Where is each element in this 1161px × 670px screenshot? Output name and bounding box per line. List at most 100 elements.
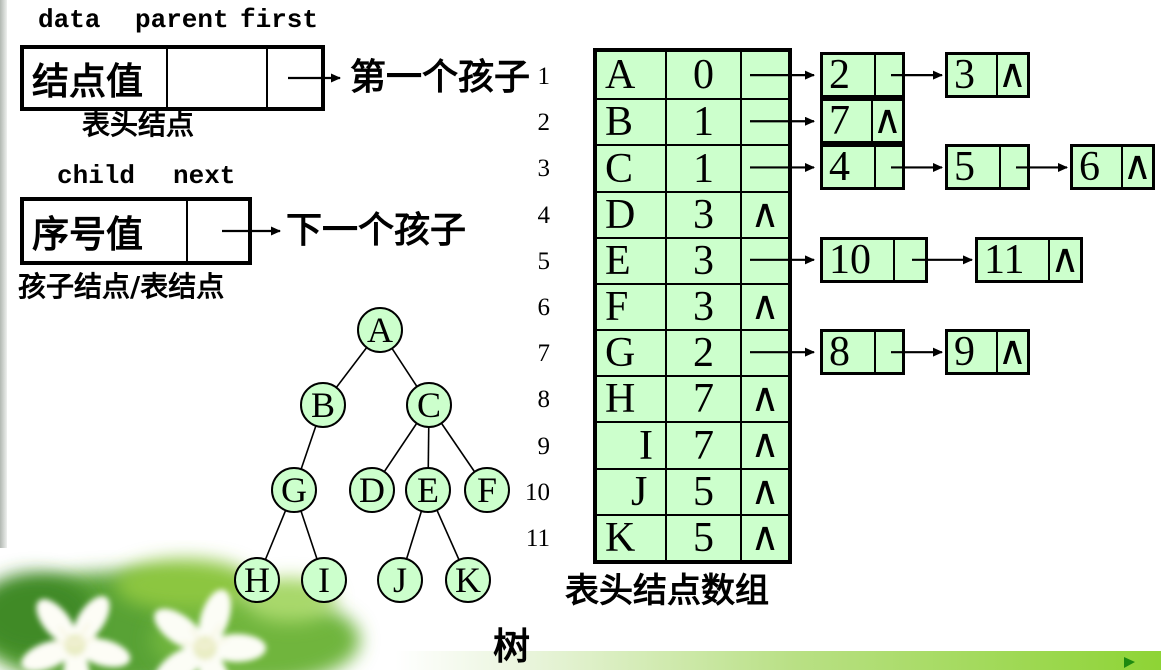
data-value: A [605,52,636,98]
row-index-label: 2 [537,109,551,136]
row-index-label: 10 [525,479,550,506]
header-node-parent-cell [166,49,266,107]
list-node: 2 [820,52,905,98]
cell-parent: 1 [667,146,742,191]
row-index-label: 3 [537,155,551,182]
list-node-next [876,332,902,372]
parent-value: 0 [693,52,714,98]
cell-parent: 7 [667,423,742,468]
data-value: H [605,376,636,422]
cell-data: K [597,516,667,560]
null-pointer: ∧ [750,190,780,237]
child-node-caption: 孩子结点/表结点 [18,270,225,303]
null-pointer: ∧ [997,327,1027,374]
header-node-box: 结点值 [20,45,325,111]
cell-first: ∧ [742,377,788,421]
cell-data: D [597,193,667,237]
list-node-value: 11 [978,239,1050,281]
parent-value: 1 [693,145,714,192]
slide-edge-strip [0,0,7,548]
null-pointer: ∧ [750,513,780,560]
cell-data: J [597,470,667,514]
cell-parent: 5 [667,516,742,560]
header-node-first-cell [266,49,321,107]
list-node-value: 6 [1073,146,1123,188]
list-node-next [876,55,902,95]
cell-data: C [597,146,667,191]
parent-value: 5 [693,515,714,561]
list-node: 6∧ [1070,144,1155,190]
cell-parent: 3 [667,193,742,237]
row-index-label: 8 [537,386,551,413]
list-node-next [895,240,925,280]
tree-node-G: G [271,467,317,513]
cell-data: G [597,331,667,375]
row-index-label: 5 [537,248,551,275]
field-label-parent: parent [135,5,229,35]
list-node-value: 10 [823,239,895,281]
bottom-gradient-bar [395,651,1161,670]
field-label-data: data [38,5,101,35]
row-index-label: 6 [537,294,551,321]
list-node: 9∧ [945,329,1030,375]
child-node-next-cell [186,201,248,261]
data-value: K [605,515,636,561]
list-node-next: ∧ [1050,235,1080,282]
list-node: 8 [820,329,905,375]
parent-value: 3 [693,238,714,284]
cell-data: A [597,52,667,98]
data-value: E [605,238,631,284]
cell-parent: 0 [667,52,742,98]
tree-node-A: A [357,307,403,353]
data-value: I [639,422,653,469]
cell-parent: 3 [667,239,742,283]
cell-parent: 1 [667,100,742,144]
cell-first [742,52,788,98]
tree-node-J: J [377,557,423,603]
tree-node-K: K [445,557,491,603]
list-node-next [1001,147,1027,187]
data-value: G [605,330,636,376]
list-node-value: 3 [948,54,998,96]
null-pointer: ∧ [872,96,902,143]
cell-first [742,146,788,191]
null-pointer: ∧ [750,374,780,421]
tree-node-E: E [405,467,451,513]
cell-first [742,331,788,375]
list-node: 4 [820,144,905,190]
row-index-label: 1 [537,63,551,90]
list-node-next: ∧ [998,54,1027,95]
row-index-label: 11 [525,525,550,552]
parent-value: 7 [693,422,714,469]
cell-parent: 7 [667,377,742,421]
field-label-first: first [240,5,319,35]
data-value: F [605,284,629,330]
cell-first: ∧ [742,423,788,468]
next-child-arrow-label: 下一个孩子 [286,210,467,251]
list-node-next: ∧ [1123,146,1152,187]
list-node-value: 9 [948,331,998,373]
list-node-next: ∧ [872,96,902,143]
header-node-value-cell: 结点值 [32,60,143,103]
list-node-value: 7 [823,100,873,142]
cell-parent: 3 [667,285,742,329]
data-value: C [605,145,634,192]
child-node-box: 序号值 [20,197,252,265]
null-pointer: ∧ [1050,235,1080,282]
first-child-arrow-label: 第一个孩子 [350,57,531,98]
list-node: 5 [945,144,1030,190]
field-label-next: next [173,161,236,191]
child-node-value-cell: 序号值 [32,213,143,256]
list-node: 3∧ [945,52,1030,98]
data-value: B [605,99,634,145]
cell-first: ∧ [742,470,788,514]
tree-node-D: D [349,467,395,513]
parent-value: 5 [693,469,714,515]
